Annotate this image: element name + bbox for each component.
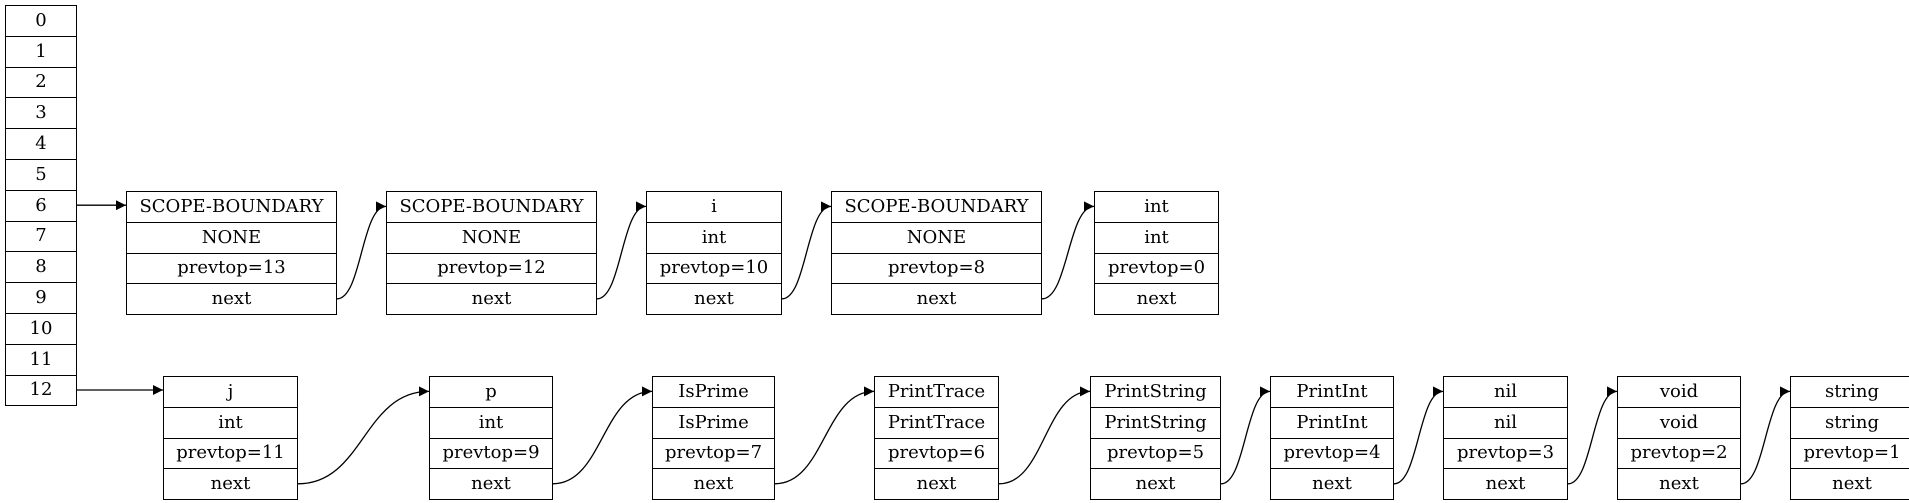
chain-b-node-3-row-2: IsPrime (652, 406, 775, 439)
chain-b-node-1-row-2: int (163, 406, 298, 439)
bucket-10: 10 (5, 313, 77, 345)
chain-b-next-arrow-7 (1567, 386, 1618, 485)
bucket-8: 8 (5, 251, 77, 284)
chain-a-node-2-row-3: prevtop=12 (386, 252, 597, 285)
chain-a-next-arrow-1 (336, 201, 387, 300)
bucket-5: 5 (5, 159, 77, 191)
bucket-11: 11 (5, 343, 77, 376)
bucket-3: 3 (5, 97, 77, 130)
chain-b-next-arrow-2 (552, 386, 653, 485)
chain-a-node-5-row-1: int (1094, 191, 1219, 223)
chain-a-next-arrow-4 (1041, 201, 1095, 300)
bucket-1: 1 (5, 35, 77, 68)
chain-a-node-3-row-3: prevtop=10 (646, 252, 782, 285)
chain-b-node-4-row-3: prevtop=6 (874, 437, 999, 470)
bucket-2: 2 (5, 66, 77, 99)
bucket-9: 9 (5, 282, 77, 314)
chain-b-node-8-row-3: prevtop=2 (1617, 437, 1741, 470)
chain-b-next-arrow-6 (1393, 386, 1444, 485)
chain-b-node-2-row-4: next (429, 468, 553, 501)
chain-b-node-1-row-4: next (163, 468, 298, 501)
chain-b-node-4-row-4: next (874, 468, 999, 501)
chain-a-node-1-row-1: SCOPE-BOUNDARY (126, 191, 337, 223)
bucket-6: 6 (5, 189, 77, 222)
bucket-7: 7 (5, 220, 77, 253)
chain-b-node-2-row-3: prevtop=9 (429, 437, 553, 470)
chain-a-next-arrow-2 (596, 201, 647, 300)
chain-b-node-5-row-2: PrintString (1090, 406, 1221, 439)
chain-b-node-4-row-1: PrintTrace (874, 376, 999, 408)
chain-b-node-4-row-2: PrintTrace (874, 406, 999, 439)
chain-a-node-1-row-4: next (126, 283, 337, 316)
chain-a-node-2-row-1: SCOPE-BOUNDARY (386, 191, 597, 223)
chain-b-node-6-row-3: prevtop=4 (1270, 437, 1394, 470)
chain-b-node-6-row-2: PrintInt (1270, 406, 1394, 439)
chain-b-node-9-row-3: prevtop=1 (1790, 437, 1909, 470)
chain-a-node-5-row-2: int (1094, 221, 1219, 254)
chain-a-node-4-row-4: next (831, 283, 1042, 316)
chain-b-node-6-row-4: next (1270, 468, 1394, 501)
chain-b-node-8-row-4: next (1617, 468, 1741, 501)
chain-b-node-7-row-2: nil (1443, 406, 1568, 439)
chain-b-node-5-row-1: PrintString (1090, 376, 1221, 408)
chain-a-node-4-row-1: SCOPE-BOUNDARY (831, 191, 1042, 223)
chain-b-next-arrow-1 (297, 386, 430, 485)
chain-b-node-7-row-1: nil (1443, 376, 1568, 408)
chain-b-node-2-row-1: p (429, 376, 553, 408)
chain-b-next-arrow-5 (1220, 386, 1271, 485)
chain-a-node-5-row-3: prevtop=0 (1094, 252, 1219, 285)
chain-b-node-7-row-4: next (1443, 468, 1568, 501)
chain-b-node-5-row-3: prevtop=5 (1090, 437, 1221, 470)
bucket-4: 4 (5, 128, 77, 160)
chain-b-node-8-row-1: void (1617, 376, 1741, 408)
chain-b-next-arrow-4 (998, 386, 1091, 485)
chain-a-node-2-row-2: NONE (386, 221, 597, 254)
chain-b-node-3-row-3: prevtop=7 (652, 437, 775, 470)
chain-a-node-2-row-4: next (386, 283, 597, 316)
chain-b-node-9-row-4: next (1790, 468, 1909, 501)
chain-a-node-1-row-2: NONE (126, 221, 337, 254)
chain-a-node-4-row-2: NONE (831, 221, 1042, 254)
chain-b-node-3-row-1: IsPrime (652, 376, 775, 408)
chain-b-node-9-row-2: string (1790, 406, 1909, 439)
chain-a-node-4-row-3: prevtop=8 (831, 252, 1042, 285)
bucket-0: 0 (5, 5, 77, 37)
chain-b-node-7-row-3: prevtop=3 (1443, 437, 1568, 470)
chain-b-node-6-row-1: PrintInt (1270, 376, 1394, 408)
chain-a-next-arrow-3 (781, 201, 832, 300)
chain-a-node-3-row-2: int (646, 221, 782, 254)
chain-b-node-2-row-2: int (429, 406, 553, 439)
chain-b-next-arrow-8 (1740, 386, 1791, 485)
chain-a-node-1-row-3: prevtop=13 (126, 252, 337, 285)
chain-b-node-8-row-2: void (1617, 406, 1741, 439)
chain-b-next-arrow-3 (774, 386, 875, 485)
chain-b-node-1-row-1: j (163, 376, 298, 408)
chain-a-node-5-row-4: next (1094, 283, 1219, 316)
chain-a-node-3-row-4: next (646, 283, 782, 316)
bucket-12: 12 (5, 374, 77, 407)
chain-b-node-3-row-4: next (652, 468, 775, 501)
chain-b-node-9-row-1: string (1790, 376, 1909, 408)
chain-b-node-1-row-3: prevtop=11 (163, 437, 298, 470)
chain-b-node-5-row-4: next (1090, 468, 1221, 501)
chain-a-node-3-row-1: i (646, 191, 782, 223)
